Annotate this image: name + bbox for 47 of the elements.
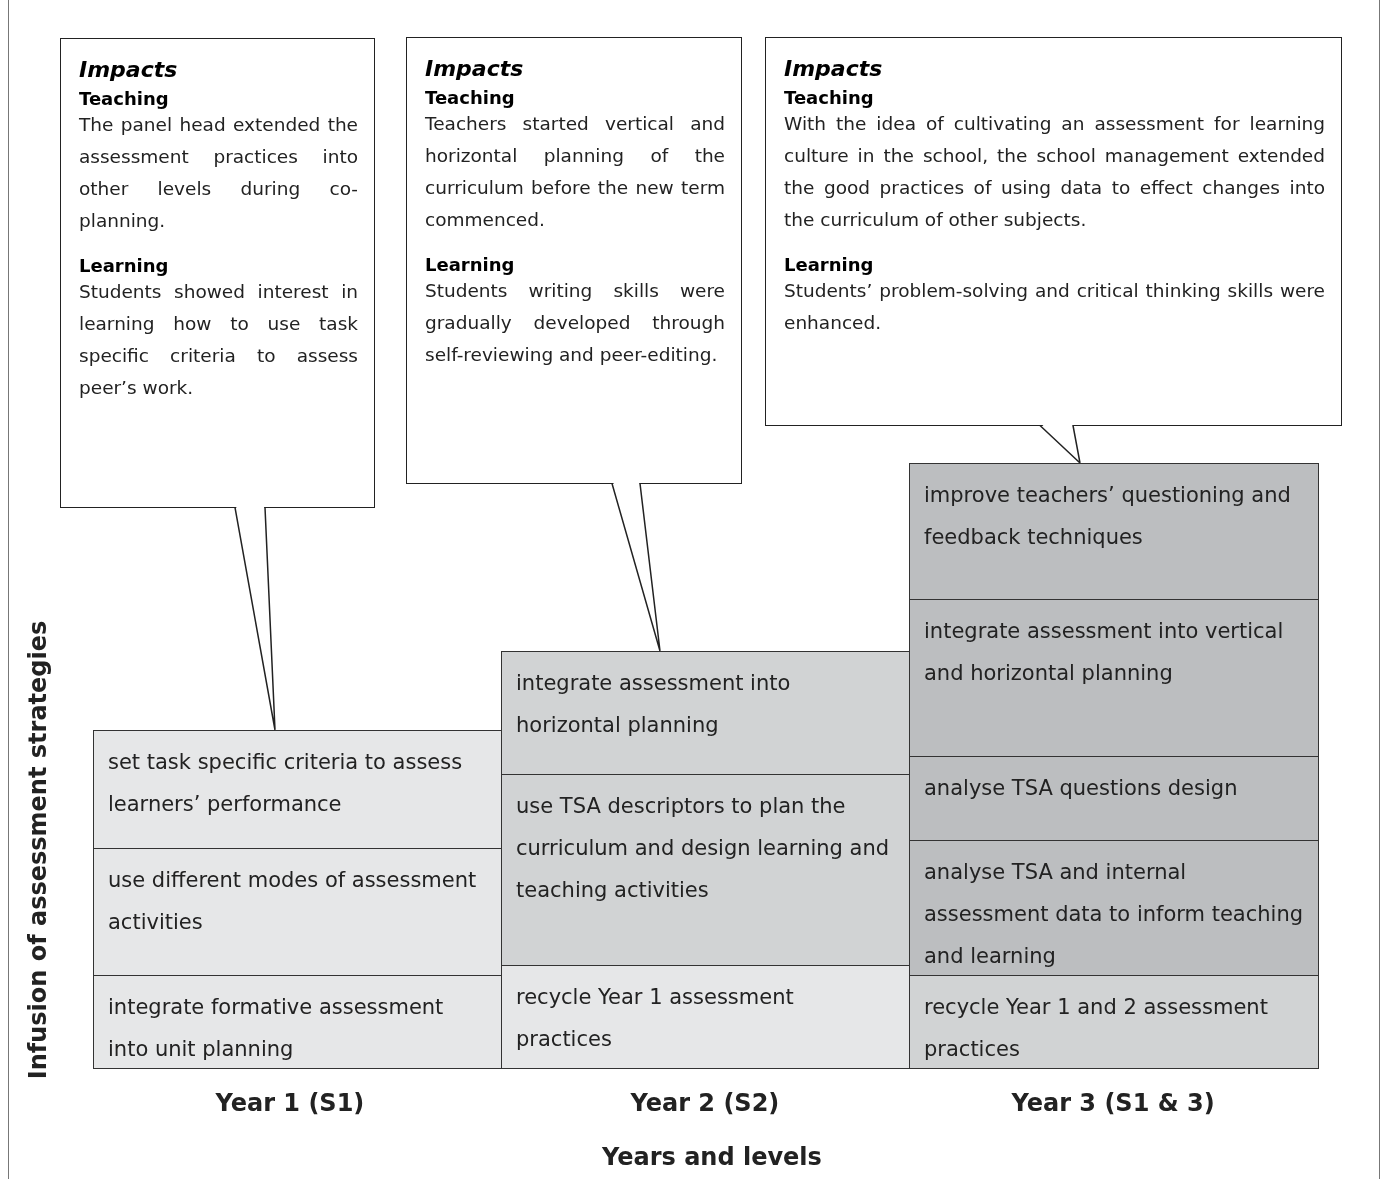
impact-text: Students showed interest in learning how to use task specific criteria to assess peer’s work. <box>79 280 358 400</box>
strategy-text: integrate assessment into horizontal planning <box>516 671 791 737</box>
callout-pointer <box>234 506 276 731</box>
section-heading: Teaching <box>784 87 875 108</box>
callout-heading: Impacts <box>784 56 884 81</box>
strategy-text: use different modes of assessment activities <box>108 868 477 934</box>
strategy-text: use TSA descriptors to plan the curriculum and design learning and teaching activities <box>516 794 890 902</box>
impact-text: The panel head extended the assessment practices into other levels during co-planning. <box>79 113 358 233</box>
axis-label: Year 2 (S2) <box>630 1089 780 1117</box>
strategy-box <box>909 463 1319 600</box>
impact-text: With the idea of cultivating an assessment for learning culture in the school, the school management extended the good practices of using data to effect changes into the curriculum of other subjects. <box>784 112 1325 232</box>
impact-text: Teachers started vertical and horizontal planning of the curriculum before the new term commenced. <box>425 112 725 232</box>
axis-label: Year 3 (S1 & 3) <box>1011 1089 1215 1117</box>
section-heading: Learning <box>79 255 170 276</box>
impact-text: Students writing skills were gradually developed through self-reviewing and peer-editing. <box>425 279 725 367</box>
callout-bubble <box>765 37 1342 426</box>
strategy-text: integrate assessment into vertical and horizontal planning <box>924 619 1284 685</box>
axis-title: Infusion of assessment strategies <box>23 620 52 1080</box>
section-heading: Teaching <box>79 88 170 109</box>
section-heading: Learning <box>425 254 516 275</box>
strategy-box <box>909 975 1319 1069</box>
strategy-text: integrate formative assessment into unit planning <box>108 995 444 1061</box>
callout-bubble <box>60 38 375 508</box>
strategy-text: recycle Year 1 and 2 assessment practices <box>924 995 1268 1061</box>
section-heading: Learning <box>784 254 875 275</box>
strategy-box <box>909 599 1319 757</box>
callout-heading: Impacts <box>425 56 525 81</box>
strategy-box <box>501 965 910 1069</box>
strategy-box <box>93 730 502 849</box>
strategy-box <box>93 975 502 1069</box>
strategy-box <box>93 848 502 976</box>
strategy-text: set task specific criteria to assess learners’ performance <box>108 750 463 816</box>
impact-text: Students’ problem-solving and critical thinking skills were enhanced. <box>784 279 1325 335</box>
strategy-text: improve teachers’ questioning and feedback techniques <box>924 483 1291 549</box>
strategy-text: recycle Year 1 assessment practices <box>516 985 794 1051</box>
axis-title: Years and levels <box>602 1143 822 1171</box>
callout-bubble <box>406 37 742 484</box>
strategy-box <box>501 774 910 966</box>
callout-pointer <box>611 482 661 652</box>
strategy-box <box>909 840 1319 976</box>
strategy-box <box>909 756 1319 841</box>
strategy-box <box>501 651 910 775</box>
axis-label: Year 1 (S1) <box>215 1089 365 1117</box>
strategy-text: analyse TSA questions design <box>924 776 1238 800</box>
callout-pointer <box>1039 424 1081 464</box>
callout-heading: Impacts <box>79 57 179 82</box>
section-heading: Teaching <box>425 87 516 108</box>
